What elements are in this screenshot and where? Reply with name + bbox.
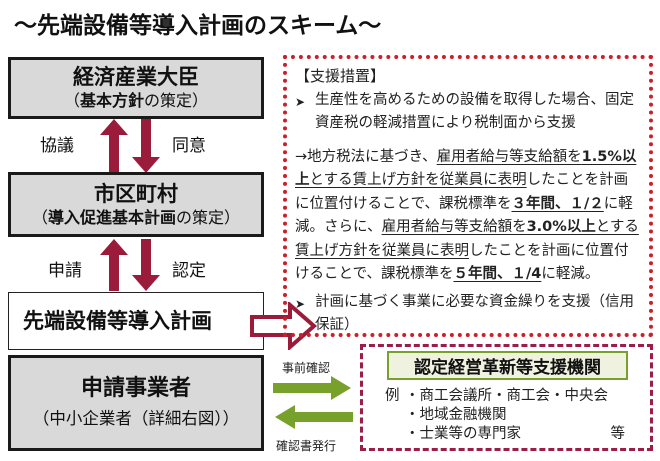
municipality-role: （導入促進基本計画の策定） [32, 207, 240, 229]
five-years-quarter: ５年間、１/4 [453, 266, 542, 282]
up-down-arrows-icon [100, 119, 160, 173]
page-title: ～先端設備等導入計画のスキーム～ [14, 13, 382, 39]
detail-text: したことを計画に位置付けることで、課税標準を [295, 242, 629, 283]
tax-support-text: 生産性を高めるための設備を取得した場合、固定資産税の軽減措置により税制面から支援 [315, 91, 634, 132]
organization-title: 認定経営革新等支援機関 [387, 351, 628, 380]
consent-label: 同意 [172, 136, 206, 156]
paren-open: （ [63, 91, 80, 110]
example-prefix: 例 [385, 388, 400, 404]
detail-text: →地方税法に基づき、 [295, 148, 437, 165]
support-measures-panel: 【支援措置】 ➤ 生産性を高めるための設備を取得した場合、固定資産税の軽減措置に… [283, 55, 653, 337]
plan-box: 先端設備等導入計画 [8, 292, 264, 350]
municipality-name: 市区町村 [94, 181, 178, 206]
green-exchange-arrows-icon [273, 376, 353, 429]
org-item-professionals: ・士業等の専門家 [405, 426, 521, 442]
arrowhead-bullet-icon: ➤ [295, 296, 306, 311]
applicant-detail: （中小企業者（詳細右図）） [32, 409, 240, 428]
example-row: 例 ・商工会議所・商工会・中央会 [385, 387, 645, 406]
detail-underlined: 雇用者給与等支給額を [436, 148, 582, 165]
certificate-issue-label: 確認書発行 [276, 439, 337, 453]
promotion-plan-text: 導入促進基本計画 [47, 207, 176, 227]
organization-examples: 例 ・商工会議所・商工会・中央会 ・地域金融機関 ・士業等の専門家 等 [385, 387, 645, 444]
detail-text: に軽減。さらに、 [295, 195, 633, 236]
rate-1-5-percent: 1.5%以上 [295, 148, 637, 189]
etc-suffix: 等 [610, 426, 626, 442]
paren-close: ） [192, 91, 209, 110]
paren-close: ） [224, 207, 241, 227]
three-years-half: ３年間、１/２ [511, 195, 604, 212]
detail-underlined: とする賃上げ方針を従業員に表明 [295, 219, 639, 259]
detail-text: したことを計画に位置付けることで、課税標準を [295, 172, 629, 212]
detail-underlined: 雇用者給与等支給額を [381, 219, 527, 235]
formulation-text: の策定 [144, 91, 193, 110]
tax-detail-paragraph: →地方税法に基づき、雇用者給与等支給額を1.5%以上とする賃上げ方針を従業員に表… [295, 146, 641, 287]
detail-text: に軽減。 [541, 266, 600, 282]
consultation-label: 協議 [40, 136, 74, 156]
org-item-regional-bank: ・地域金融機関 [405, 407, 507, 423]
approval-label: 認定 [172, 261, 206, 281]
paren-open: （ [31, 207, 48, 227]
municipality-box: 市区町村 （導入促進基本計画の策定） [8, 172, 264, 237]
minister-name: 経済産業大臣 [73, 65, 199, 89]
applicant-box: 申請事業者 （中小企業者（詳細右図）） [8, 355, 264, 451]
application-label: 申請 [48, 261, 82, 281]
pre-confirmation-label: 事前確認 [282, 361, 331, 375]
arrowhead-bullet-icon: ➤ [295, 94, 306, 109]
support-bullet-tax: ➤ 生産性を高めるための設備を取得した場合、固定資産税の軽減措置により税制面から… [295, 89, 641, 136]
detail-underlined: とする賃上げ方針を従業員に表明 [309, 172, 527, 188]
plan-name: 先端設備等導入計画 [23, 309, 212, 333]
basic-policy-text: 基本方針 [79, 91, 144, 110]
support-heading: 【支援措置】 [295, 67, 386, 85]
applicant-name: 申請事業者 [80, 376, 191, 401]
org-item-chamber: ・商工会議所・商工会・中央会 [405, 388, 608, 404]
formulation-text: の策定 [176, 207, 225, 227]
example-row: ・士業等の専門家 等 [385, 425, 625, 444]
minister-box: 経済産業大臣 （基本方針の策定） [8, 57, 264, 119]
minister-role: （基本方針の策定） [64, 90, 208, 112]
support-bullet-finance: ➤ 計画に基づく事業に必要な資金繰りを支援（信用保証） [295, 291, 641, 338]
up-down-arrows-icon [100, 239, 160, 291]
finance-support-text: 計画に基づく事業に必要な資金繰りを支援（信用保証） [315, 293, 634, 334]
support-organization-panel: 認定経営革新等支援機関 例 ・商工会議所・商工会・中央会 ・地域金融機関 ・士業… [360, 344, 653, 451]
rate-3-0-percent: 3.0%以上 [526, 219, 596, 235]
